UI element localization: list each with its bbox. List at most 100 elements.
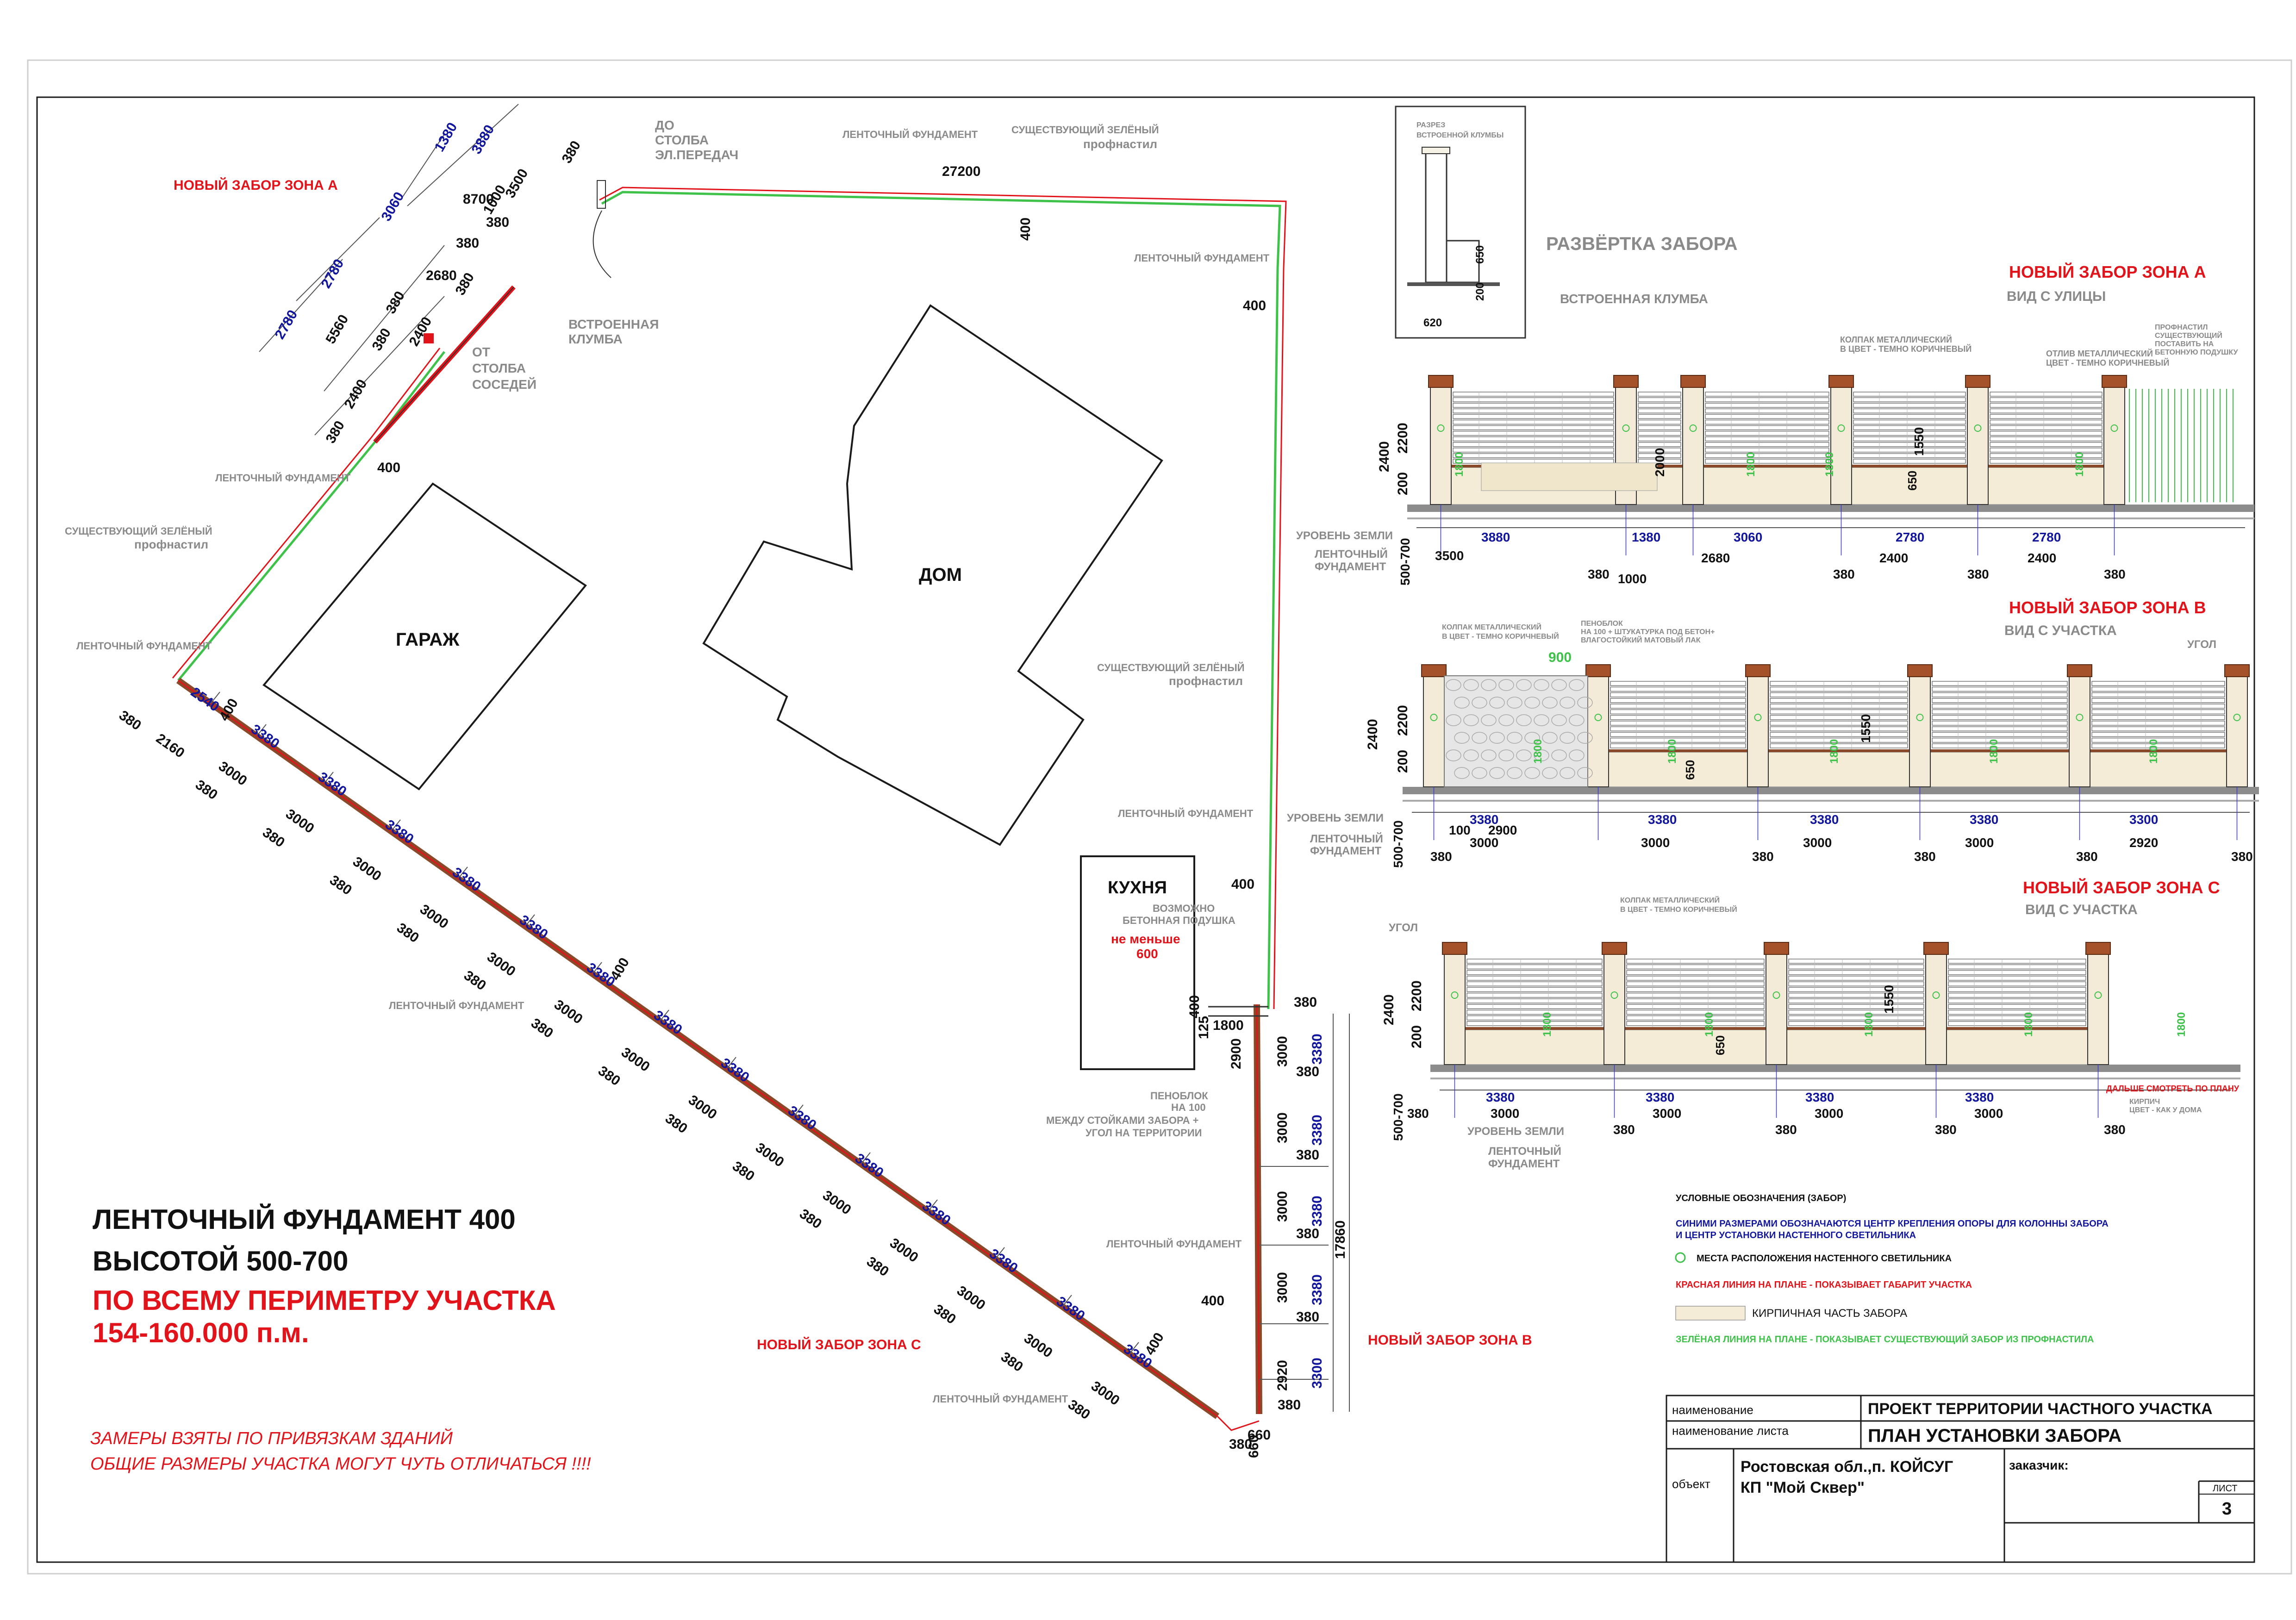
fence-slat bbox=[1610, 692, 1746, 698]
dim: 3000 bbox=[887, 1235, 921, 1265]
fence-slat bbox=[1626, 976, 1765, 981]
fence-slat bbox=[1853, 448, 1966, 453]
fence-slat bbox=[1638, 448, 1681, 453]
fence-slat bbox=[1453, 403, 1614, 408]
post-cap bbox=[1965, 375, 1990, 388]
dim: 3000 bbox=[216, 759, 250, 789]
house-outline bbox=[702, 304, 1163, 846]
fence-slat bbox=[1626, 987, 1765, 992]
dim: 2400 bbox=[1381, 994, 1397, 1025]
legend-brick: КИРПИЧНАЯ ЧАСТЬ ЗАБОРА bbox=[1752, 1307, 1907, 1320]
kitchen-outline bbox=[1080, 855, 1195, 1070]
dim: 500-700 bbox=[1398, 538, 1412, 586]
dim-blue: 2780 bbox=[2032, 530, 2061, 544]
dim: 380 bbox=[998, 1349, 1026, 1375]
fence-slat bbox=[1948, 987, 2086, 992]
dim: 660 bbox=[1246, 1435, 1261, 1458]
note: КОЛПАК МЕТАЛЛИЧЕСКИЙ bbox=[1840, 335, 1952, 344]
dim: 3000 bbox=[1815, 1106, 1843, 1121]
dim: 3000 bbox=[1275, 1272, 1290, 1303]
dim-blue: 3060 bbox=[1734, 530, 1762, 544]
fence-slat bbox=[1990, 414, 2103, 419]
fence-slat bbox=[1990, 436, 2103, 442]
fence-slat bbox=[1853, 392, 1966, 397]
fence-slat bbox=[2091, 686, 2225, 692]
dim: 2920 bbox=[1275, 1360, 1290, 1391]
note: КИРПИЧ bbox=[2129, 1098, 2160, 1106]
stone-texture bbox=[1524, 767, 1540, 779]
garage-label: ГАРАЖ bbox=[396, 629, 460, 650]
boundary-green bbox=[601, 191, 1281, 1009]
fence-slat bbox=[1770, 686, 1908, 692]
corner-label: УГОЛ bbox=[2187, 638, 2216, 651]
dim: 3000 bbox=[686, 1092, 720, 1122]
stone-texture bbox=[1542, 697, 1558, 709]
lamp-icon bbox=[1754, 714, 1762, 721]
fence-slat bbox=[1626, 1021, 1765, 1026]
dim-blue: 1380 bbox=[1632, 530, 1660, 544]
boundary-red bbox=[599, 187, 1287, 1009]
brick-base bbox=[1465, 1029, 1604, 1065]
fence-post bbox=[2103, 386, 2125, 505]
dim: 380 bbox=[2231, 849, 2253, 864]
fence-slat bbox=[1853, 436, 1966, 442]
foam-label: НА 100 bbox=[1171, 1102, 1206, 1113]
fence-slat bbox=[2091, 743, 2225, 748]
fence-slat bbox=[1788, 992, 1924, 998]
dim: 200 bbox=[1395, 472, 1410, 495]
fence-slat bbox=[1466, 976, 1603, 981]
fence-slat bbox=[1948, 959, 2086, 964]
dim-blue: 3880 bbox=[468, 122, 497, 156]
fence-slat bbox=[1638, 408, 1681, 414]
note: БЕТОННУЮ ПОДУШКУ bbox=[2155, 349, 2239, 356]
elevation-zone-b: НОВЫЙ ЗАБОР ЗОНА В ВИД С УЧАСТКА УГОЛ КО… bbox=[1287, 598, 2259, 868]
dim: 2680 bbox=[1701, 551, 1730, 565]
dim: 380 bbox=[797, 1206, 824, 1232]
fence-slat bbox=[1610, 686, 1746, 692]
post-cap bbox=[2067, 664, 2092, 677]
dim: 5560 bbox=[323, 312, 351, 346]
fence-slat bbox=[2091, 704, 2225, 709]
dim: 2200 bbox=[1395, 423, 1410, 454]
stone-texture bbox=[1569, 714, 1585, 726]
dim: 3000 bbox=[1275, 1191, 1290, 1222]
lamp-icon bbox=[2110, 424, 2118, 432]
dim: 400 bbox=[1231, 877, 1254, 892]
fence-slat bbox=[1626, 981, 1765, 986]
dim-green: 1800 bbox=[1703, 1012, 1716, 1037]
dim: 650 bbox=[1905, 471, 1919, 491]
dim-green: 1800 bbox=[2175, 1012, 2188, 1037]
stone-texture bbox=[1569, 749, 1585, 761]
fence-slat bbox=[1853, 414, 1966, 419]
stone-texture bbox=[1577, 767, 1593, 779]
dim-blue: 3380 bbox=[1810, 812, 1839, 827]
fence-slat bbox=[1853, 403, 1966, 408]
note-line: ОБЩИЕ РАЗМЕРЫ УЧАСТКА МОГУТ ЧУТЬ ОТЛИЧАТ… bbox=[90, 1454, 591, 1474]
dim: 500-700 bbox=[1391, 820, 1405, 868]
fence-slat bbox=[1705, 436, 1829, 442]
stone-texture bbox=[1542, 767, 1558, 779]
drip-cap bbox=[1703, 465, 1831, 467]
dim-blue: 3380 bbox=[1310, 1115, 1325, 1146]
fence-slat bbox=[1453, 425, 1614, 430]
stone-texture bbox=[1446, 679, 1461, 691]
post-cap bbox=[1585, 664, 1611, 677]
dim: 3500 bbox=[502, 166, 531, 200]
fence-slat bbox=[1466, 987, 1603, 992]
fence-slat bbox=[1626, 992, 1765, 998]
fence-slat bbox=[2091, 732, 2225, 737]
stone-texture bbox=[1507, 697, 1522, 709]
dim: 2900 bbox=[1488, 823, 1517, 837]
dim-blue: 3880 bbox=[1481, 530, 1510, 544]
fence-slat bbox=[2091, 721, 2225, 726]
fence-slat bbox=[1610, 726, 1746, 731]
post-cap bbox=[1907, 664, 1933, 677]
zone-c-subtitle: ВИД С УЧАСТКА bbox=[2025, 902, 2138, 917]
dim-blue: 3380 bbox=[1470, 812, 1498, 827]
dim: 3000 bbox=[1491, 1106, 1519, 1121]
fence-slat bbox=[1626, 964, 1765, 970]
fence-slat bbox=[1853, 459, 1966, 464]
stone-texture bbox=[1472, 767, 1487, 779]
dim: 380 bbox=[1613, 1122, 1635, 1137]
